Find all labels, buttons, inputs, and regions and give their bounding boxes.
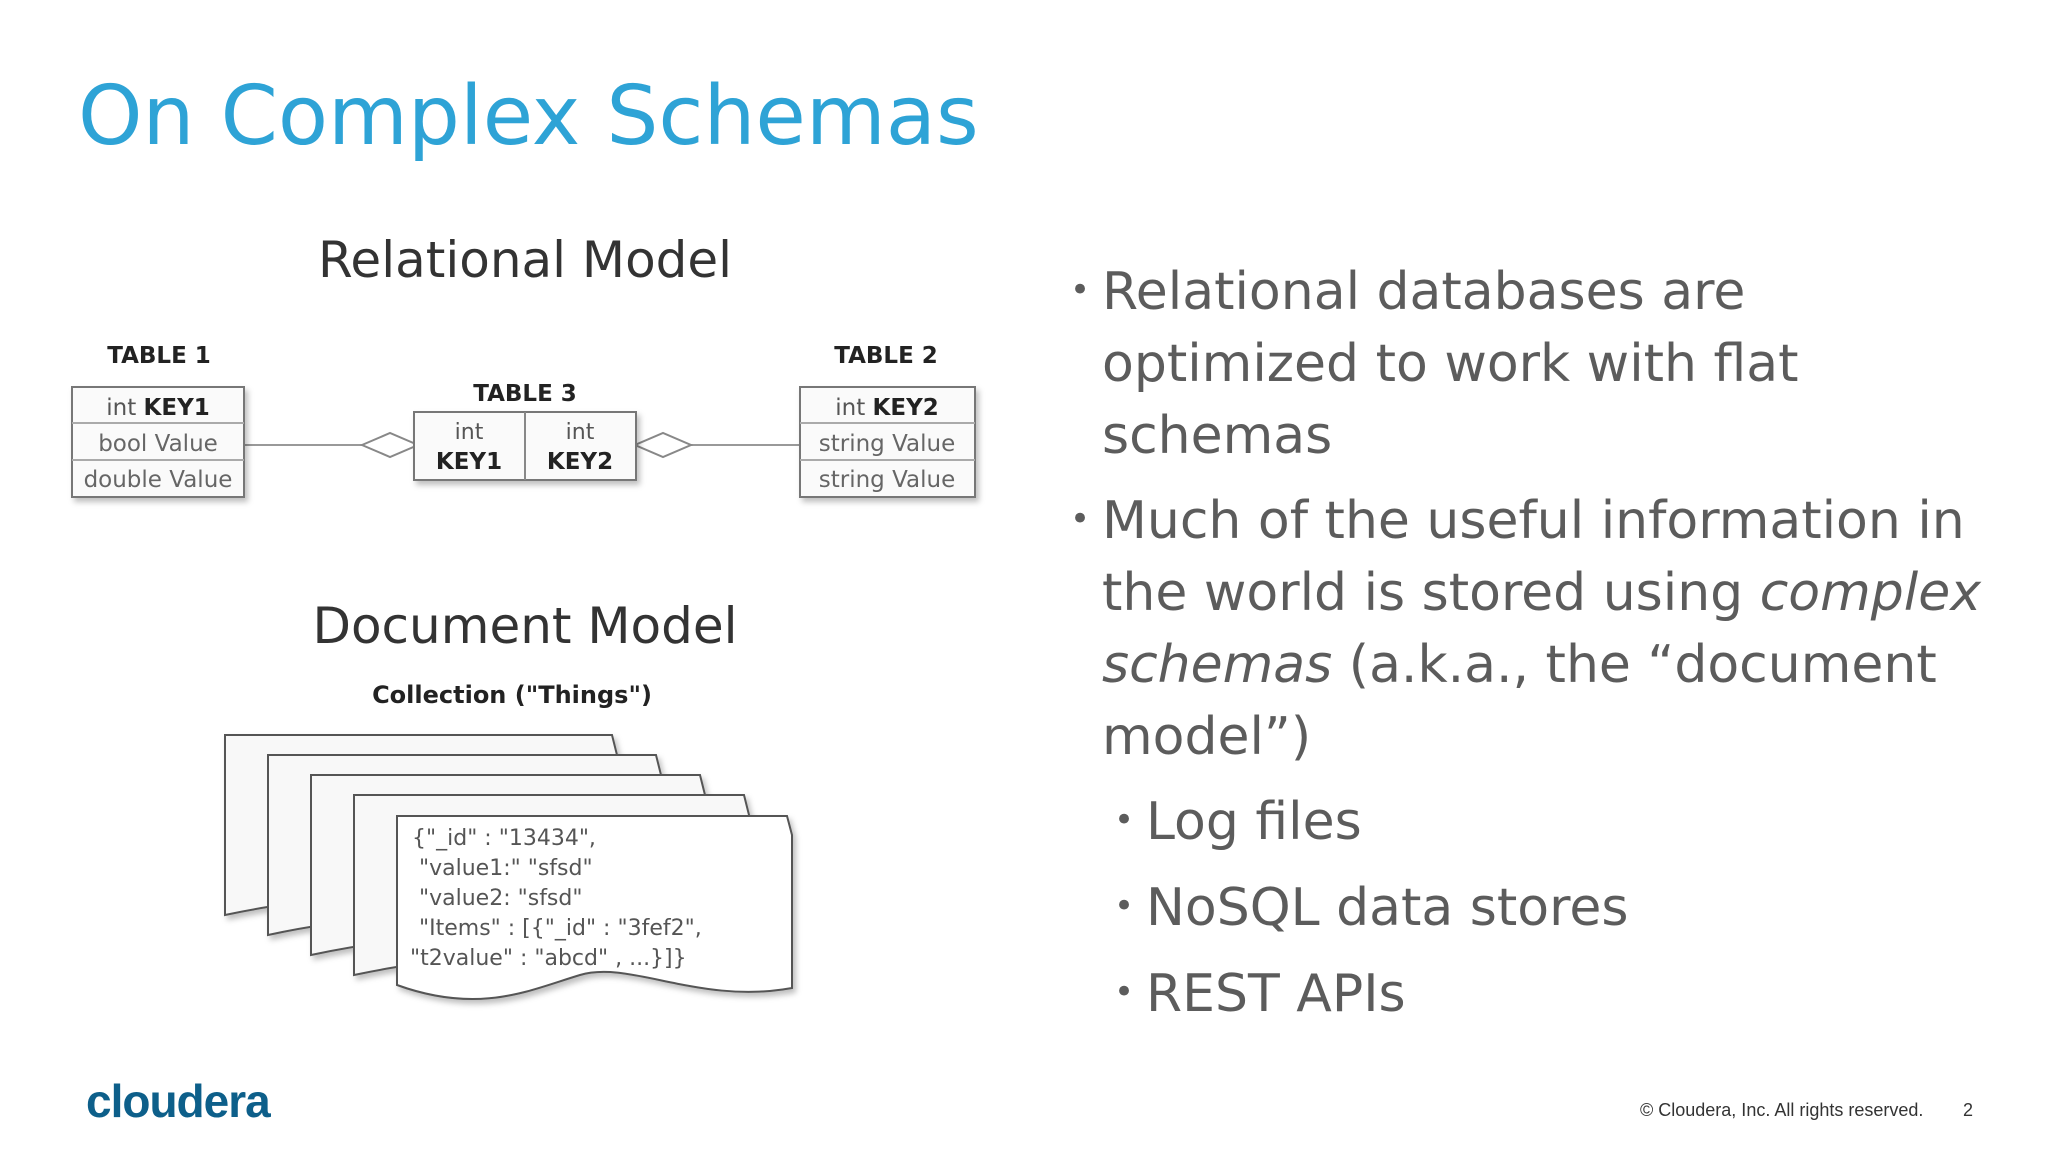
json-line-3: "value2: "sfsd" [412, 886, 582, 911]
table3-col1-type: int [455, 420, 484, 445]
json-line-1: {"_id" : "13434", [412, 826, 596, 851]
table1-row-2: bool Value [98, 431, 218, 457]
json-line-4: "Items" : [{"_id" : "3fef2", [412, 916, 702, 941]
table1-row-3: double Value [84, 467, 233, 493]
diagram-svg: Relational Model TABLE 1 int KEY1 bool V… [71, 231, 976, 1001]
schema-diagram: Relational Model TABLE 1 int KEY1 bool V… [60, 215, 1020, 1035]
bullet-text-pre: Much of the useful information in the wo… [1102, 491, 1965, 623]
connector-diamond-2 [632, 431, 694, 459]
table2 [799, 386, 976, 498]
cloudera-logo: cloudera [86, 1075, 271, 1127]
relational-heading: Relational Model [318, 231, 732, 289]
bullet-relational: Relational databases are optimized to wo… [1070, 254, 2010, 472]
sub-bullet-rest-apis: REST APIs [1114, 956, 2010, 1030]
table2-row-3: string Value [819, 467, 956, 493]
json-line-5: "t2value" : "abcd" , ...}]} [410, 946, 687, 971]
table2-row-2: string Value [819, 431, 956, 457]
table3-col2-key: KEY2 [547, 449, 613, 475]
table3-col1-key: KEY1 [436, 449, 502, 475]
collection-label: Collection ("Things") [372, 681, 652, 709]
table1-row-1: int KEY1 [106, 395, 210, 421]
copyright-text: © Cloudera, Inc. All rights reserved. [1640, 1100, 1924, 1120]
table1 [71, 386, 245, 498]
document-heading: Document Model [312, 597, 737, 655]
connector-diamond-1 [359, 431, 421, 459]
table2-title: TABLE 2 [834, 343, 938, 369]
sub-bullet-nosql: NoSQL data stores [1114, 870, 2010, 944]
table3 [413, 411, 637, 481]
table3-col2-type: int [566, 420, 595, 445]
document-stack [224, 734, 793, 1001]
page-number: 2 [1963, 1100, 1974, 1120]
table2-row-1: int KEY2 [835, 395, 939, 421]
bullet-text-emphasis: complex schemas [1102, 563, 1981, 695]
bullet-complex-schemas: Much of the useful information in the wo… [1070, 483, 2010, 773]
table1-title: TABLE 1 [107, 343, 211, 369]
json-line-2: "value1:" "sfsd" [412, 856, 593, 881]
bullet-list: Relational databases are optimized to wo… [1070, 254, 2010, 1044]
sub-bullet-log-files: Log files [1114, 784, 2010, 858]
table3-title: TABLE 3 [473, 381, 577, 407]
bullet-text-post: (a.k.a., the “document model”) [1102, 635, 1937, 767]
slide-title: On Complex Schemas [78, 69, 979, 164]
